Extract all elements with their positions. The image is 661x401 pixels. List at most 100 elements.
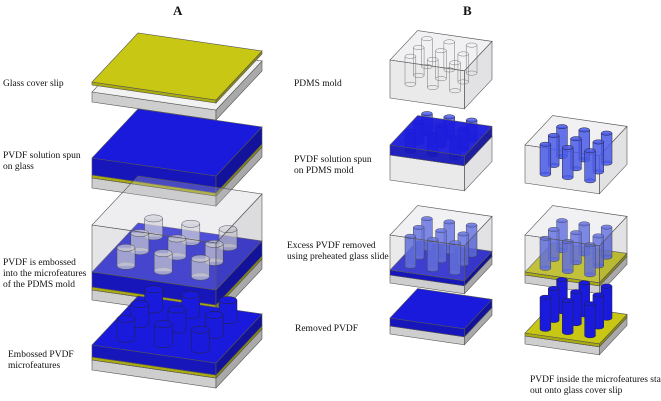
pvdf-fill-top xyxy=(592,139,604,145)
pvdf-stamped-pillar-top xyxy=(548,286,560,291)
pvdf-pillar-top xyxy=(116,314,136,323)
pvdf-fill-body xyxy=(592,141,604,172)
pvdf-stamped-pillar-top xyxy=(556,277,568,283)
mold-hole-top xyxy=(449,60,461,66)
pvdf-pillar-body xyxy=(117,318,135,339)
pvdf-pillar-top xyxy=(181,290,201,299)
coating-1-top xyxy=(91,32,263,101)
pvdf-fill-body xyxy=(548,229,560,260)
mold-post-body xyxy=(168,238,186,257)
pvdf-stamped-pillar-top xyxy=(592,292,604,298)
mold-hole-base xyxy=(413,73,425,78)
pvdf-fill-body xyxy=(570,138,582,169)
pvdf-fill-body xyxy=(592,235,604,266)
panel-a-header: A xyxy=(173,3,183,18)
pvdf-fill-top xyxy=(465,117,478,123)
pvdf-stamped-pillar-body xyxy=(570,291,582,324)
pvdf-pillar-body xyxy=(144,289,163,310)
label-glass-cover-slip: Glass cover slip xyxy=(3,79,64,89)
pvdf-fill-top xyxy=(600,224,613,230)
mold-hole-base xyxy=(427,85,439,90)
pvdf-stamped-pillar-body xyxy=(601,286,612,319)
pvdf-film-2-top xyxy=(91,108,263,177)
pvdf-pillar-body xyxy=(168,309,186,330)
pvdf-stamped-pillar-top xyxy=(600,283,613,289)
pvdf-fill-top xyxy=(578,221,590,227)
pvdf-fill-top xyxy=(548,227,560,232)
pvdf-stamped-pillar-body xyxy=(578,282,590,315)
pvdf-fill-body xyxy=(449,242,461,273)
pvdf-stamped-pillar-body xyxy=(556,279,568,312)
pvdf-fill-body xyxy=(540,144,551,175)
pvdf-fill-top xyxy=(584,148,596,154)
pvdf-fill-top xyxy=(570,136,582,142)
mold-post-body xyxy=(219,229,237,248)
mold-hole-top xyxy=(427,57,439,62)
pvdf-stamped-pillar-body xyxy=(562,300,574,333)
mold-hole-base xyxy=(449,88,461,94)
pvdf-fill-body xyxy=(466,225,477,256)
pvdf-fill-body xyxy=(601,133,612,164)
mold-post-body xyxy=(130,233,149,252)
pvdf-fill-body xyxy=(405,236,416,267)
pvdf-pillar-top xyxy=(130,300,150,308)
label-removed-pvdf: Removed PVDF xyxy=(295,324,359,334)
mold-post-top xyxy=(116,243,136,252)
pvdf-fill-body xyxy=(540,238,551,269)
pvdf-fill-top xyxy=(443,219,455,225)
pvdf-fill-body xyxy=(427,239,439,270)
mold-hole-top xyxy=(421,36,433,42)
pvdf-fill-top xyxy=(465,222,478,228)
pvdf-fill-top xyxy=(584,242,596,248)
pdms-mold-b1-top xyxy=(389,30,493,72)
mold-post-top xyxy=(144,214,163,223)
mold-post-top xyxy=(153,249,173,258)
pvdf-pillar-body xyxy=(154,324,173,345)
mold-hole-base xyxy=(443,67,455,73)
pvdf-pillar-body xyxy=(181,294,200,315)
pvdf-fill-top xyxy=(539,141,552,147)
pvdf-fill-body xyxy=(578,129,590,160)
pvdf-fill-body xyxy=(457,233,469,264)
pvdf-fill-top xyxy=(562,239,574,244)
label-stamped-out: PVDF inside the microfeatures stampedout… xyxy=(530,375,661,396)
pvdf-fill-top xyxy=(435,228,447,234)
mold-post-body xyxy=(154,253,173,272)
pvdf-fill-top xyxy=(421,111,433,117)
mold-post-top xyxy=(181,219,201,228)
pvdf-fill-body xyxy=(421,218,433,249)
pvdf-stamped-pillar-top xyxy=(562,298,574,303)
pvdf-stamped-pillar-top xyxy=(578,280,590,286)
mold-post-top xyxy=(218,225,238,234)
mold-post-body xyxy=(191,258,210,277)
pvdf-fill-body xyxy=(435,230,447,261)
pvdf-fill-top xyxy=(556,124,568,130)
mold-hole-top xyxy=(465,42,478,48)
pvdf-stamped-pillar-body xyxy=(540,297,551,330)
pvdf-fill-top xyxy=(443,114,455,120)
pvdf-film-b2-top xyxy=(389,115,493,157)
pvdf-fill-body xyxy=(556,220,568,251)
pdms-mold-3-top xyxy=(91,175,263,244)
pvdf-stamped-pillar-top xyxy=(539,294,552,300)
pvdf-fill-top xyxy=(556,218,568,224)
pvdf-fill-top xyxy=(562,145,574,150)
mold-hole-top xyxy=(435,48,447,54)
pvdf-stamped-pillar-body xyxy=(592,294,604,327)
pvdf-stamped-pillar-body xyxy=(548,288,560,321)
mold-hole-top xyxy=(413,45,425,50)
pvdf-fill-body xyxy=(601,227,612,258)
pvdf-fill-top xyxy=(413,225,425,230)
pvdf-fill-top xyxy=(600,130,613,136)
pvdf-fill-body xyxy=(584,244,596,275)
pvdf-fill-top xyxy=(592,233,604,239)
mold-post-body xyxy=(117,247,135,266)
pvdf-fill-top xyxy=(421,216,433,222)
mold-hole-top xyxy=(457,51,469,57)
pvdf-fill-top xyxy=(457,231,469,237)
pvdf-fill-body xyxy=(578,223,590,254)
